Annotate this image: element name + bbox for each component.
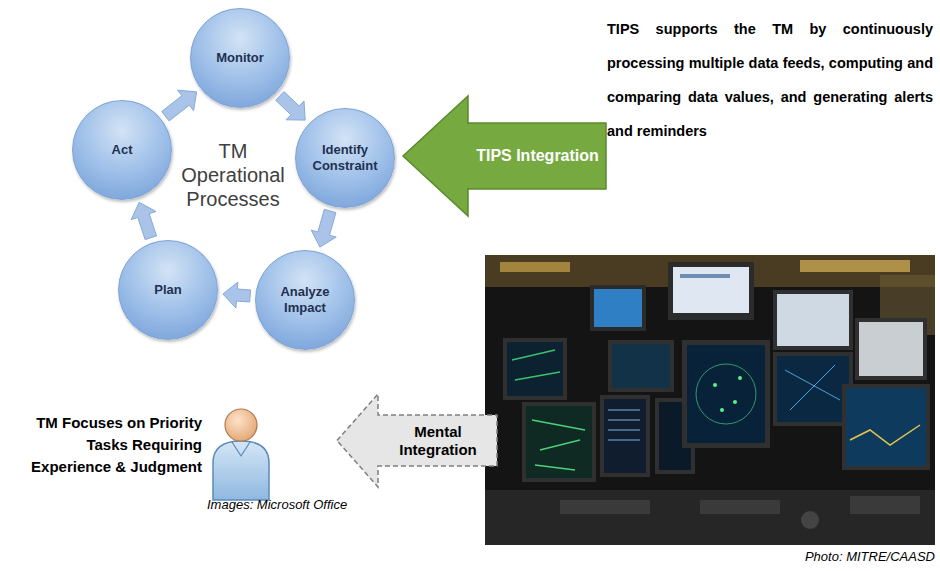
circle-label: Act [112,142,133,158]
cycle-arrow [223,282,251,308]
circle-label: Monitor [216,50,264,66]
arrow-label: Mental Integration [378,423,498,458]
control-room-photo [485,255,935,545]
arrow-text-box: Mental Integration [378,415,498,466]
process-circle: Plan [118,240,218,340]
circle-text-box: Act [112,142,133,158]
process-circle: Analyze Impact [255,250,355,350]
circle-text-box: Monitor [216,50,264,66]
photo-credit: Photo: MITRE/CAASD [735,549,935,564]
tm-focus-note: TM Focuses on Priority Tasks Requiring E… [4,412,202,478]
arrow-text-box: TIPS Integration [468,123,607,189]
process-circle: Identify Constraint [295,108,395,208]
process-circle: Act [72,100,172,200]
circle-label: Identify Constraint [304,142,386,174]
arrow-outline [403,96,606,216]
tips-arrow: TIPS Integration [402,95,607,217]
arrow-outline [337,394,497,487]
person-icon [213,409,269,500]
circle-text-box: Plan [154,282,181,298]
circle-text-box: Analyze Impact [264,284,346,316]
mental-arrow: Mental Integration [336,393,498,488]
process-circle: Monitor [190,8,290,108]
circle-label: Analyze Impact [264,284,346,316]
arrow-label: TIPS Integration [476,147,599,165]
cycle-arrow [131,202,156,239]
cycle-arrow [276,92,306,121]
cycle-arrow [162,90,197,121]
circle-text-box: Identify Constraint [304,142,386,174]
tips-description: TIPS supports the TM by continuously pro… [607,12,933,148]
image-credit: Images: Microsoft Office [207,497,367,512]
circle-label: Plan [154,282,181,298]
cycle-arrow [311,209,336,247]
cycle-center-label: TM Operational Processes [172,139,294,211]
